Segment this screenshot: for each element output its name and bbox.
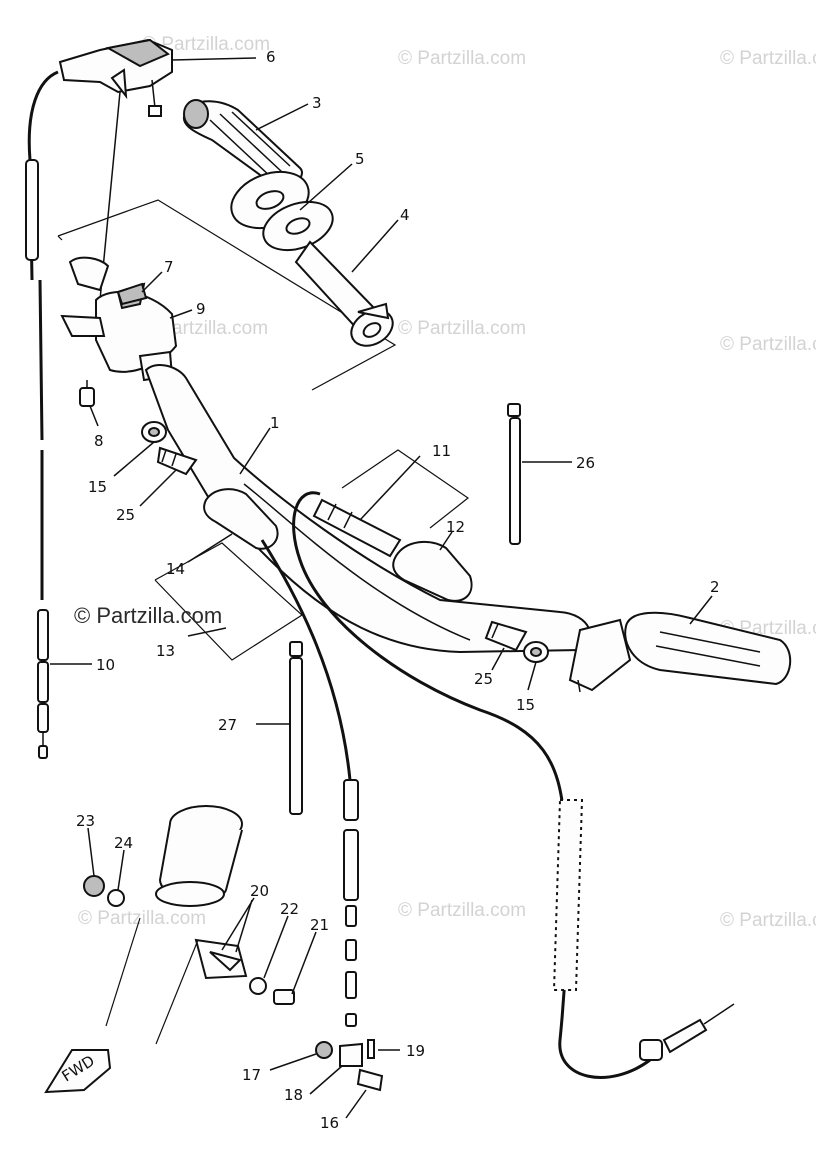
watermark: © Partzilla.com [398, 48, 527, 69]
grip-collar-5 [230, 170, 334, 252]
bolt-16 [356, 1068, 384, 1092]
clutch-adjuster-11 [312, 498, 402, 558]
callout-22: 22 [280, 900, 299, 918]
watermark: © Partzilla.com [142, 34, 271, 55]
washer-22 [249, 977, 267, 995]
callout-26: 26 [576, 454, 595, 472]
adjuster-25-right [484, 620, 528, 652]
callout-13: 13 [156, 642, 175, 660]
callout-21: 21 [310, 916, 329, 934]
grip-3 [183, 99, 303, 190]
callout-25-left: 25 [116, 506, 135, 524]
screw-21 [273, 989, 295, 1005]
callout-14: 14 [166, 560, 185, 578]
callout-4: 4 [400, 206, 410, 224]
group-box-11 [341, 449, 470, 529]
clamp-18 [339, 1042, 363, 1067]
callout-5: 5 [355, 150, 365, 168]
callout-15-left: 15 [88, 478, 107, 496]
callout-11: 11 [432, 442, 451, 460]
cable-tie-27 [289, 641, 303, 815]
callout-24: 24 [114, 834, 133, 852]
partzilla-watermark: © Partzilla.com [74, 603, 223, 628]
adjuster-25-left [156, 446, 198, 476]
callout-23: 23 [76, 812, 95, 830]
callout-10: 10 [96, 656, 115, 674]
grip-2 [624, 611, 792, 686]
callouts: 6 3 5 4 7 9 8 15 25 1 11 12 14 13 10 2 2… [76, 48, 720, 1132]
clutch-perch [568, 618, 632, 693]
callout-8: 8 [94, 432, 104, 450]
callout-16: 16 [320, 1114, 339, 1132]
callout-19: 19 [406, 1042, 425, 1060]
clutch-cable [292, 491, 735, 1079]
throttle-lever-7 [116, 282, 148, 306]
watermark: © Partzilla.com [398, 900, 527, 921]
carb-boot [155, 805, 243, 907]
leader-lines [50, 57, 713, 1119]
bracket-20 [194, 938, 248, 980]
cable-tie-26 [507, 403, 521, 545]
callout-17: 17 [242, 1066, 261, 1084]
callout-1: 1 [270, 414, 280, 432]
pad-12 [392, 540, 473, 602]
watermark: © Partzilla.com [398, 318, 527, 339]
washer-24 [107, 889, 125, 907]
collar-15-right [523, 641, 549, 663]
screw-8 [79, 380, 95, 407]
throttle-cable [25, 70, 59, 759]
watermark: © Partzilla.com [720, 334, 816, 355]
callout-25-right: 25 [474, 670, 493, 688]
collar-15-left [141, 421, 167, 443]
callout-27: 27 [218, 716, 237, 734]
nut-23 [83, 875, 105, 897]
throttle-housing-9 [60, 256, 178, 382]
watermark: © Partzilla.com [78, 908, 207, 929]
watermark: © Partzilla.com [720, 910, 816, 931]
watermark: © Partzilla.com [720, 48, 816, 69]
callout-15-right: 15 [516, 696, 535, 714]
center-cable [260, 539, 359, 1027]
pad-14 [203, 488, 279, 550]
fwd-arrow [44, 1049, 112, 1094]
callout-20: 20 [250, 882, 269, 900]
throttle-housing-cap [58, 38, 173, 301]
callout-3: 3 [312, 94, 322, 112]
callout-7: 7 [164, 258, 174, 276]
callout-6: 6 [266, 48, 276, 66]
callout-12: 12 [446, 518, 465, 536]
throttle-tube-4 [294, 240, 394, 347]
callout-18: 18 [284, 1086, 303, 1104]
nut-17 [315, 1041, 333, 1059]
callout-2: 2 [710, 578, 720, 596]
screw-19 [367, 1039, 375, 1059]
callout-9: 9 [196, 300, 206, 318]
